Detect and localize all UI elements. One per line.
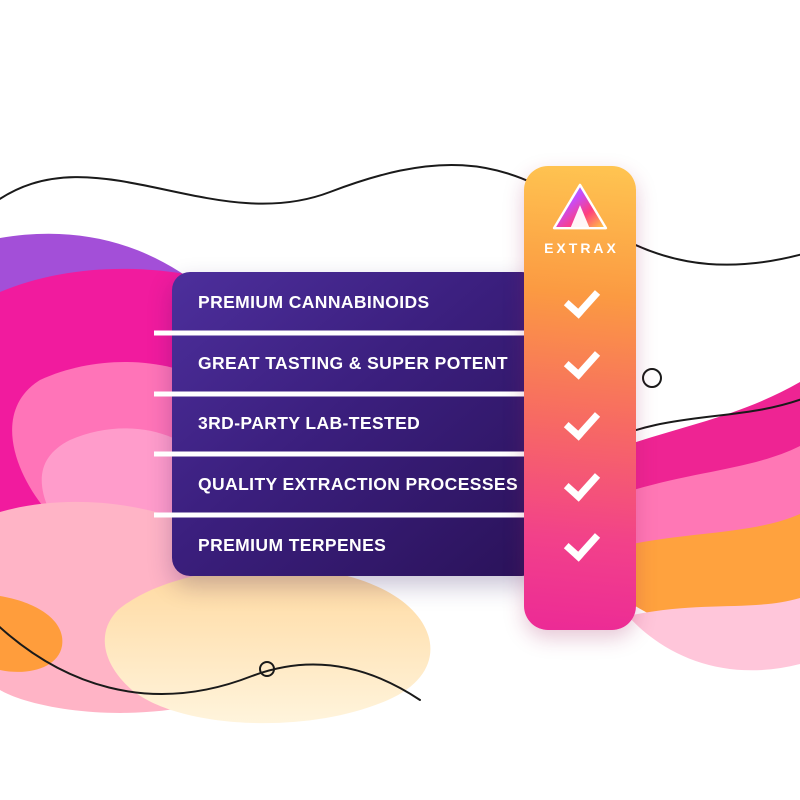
row-divider <box>154 330 540 336</box>
feature-label: PREMIUM CANNABINOIDS <box>198 291 430 312</box>
brand-checklist-bar: EXTRAX <box>524 166 636 630</box>
extrax-wordmark: EXTRAX <box>544 240 619 256</box>
row-divider <box>154 451 540 457</box>
checkmark-icon <box>562 527 598 563</box>
feature-label: 3RD-PARTY LAB-TESTED <box>198 413 421 434</box>
extrax-triangle-icon <box>552 183 608 230</box>
checkmark-icon <box>562 345 598 381</box>
feature-row: PREMIUM CANNABINOIDS <box>172 272 540 333</box>
row-divider <box>154 512 540 518</box>
feature-row: PREMIUM TERPENES <box>172 515 540 576</box>
feature-row: QUALITY EXTRACTION PROCESSES <box>172 454 540 515</box>
checkmark-icon <box>562 284 598 320</box>
feature-row: GREAT TASTING & SUPER POTENT <box>172 333 540 394</box>
checkmark-icon <box>562 467 598 503</box>
feature-row: 3RD-PARTY LAB-TESTED <box>172 394 540 455</box>
features-panel: PREMIUM CANNABINOIDS GREAT TASTING & SUP… <box>154 272 540 576</box>
row-divider <box>154 391 540 397</box>
feature-label: GREAT TASTING & SUPER POTENT <box>198 352 509 373</box>
checkmark-icon <box>562 406 598 442</box>
feature-label: PREMIUM TERPENES <box>198 535 387 556</box>
extrax-logo: EXTRAX <box>524 182 636 256</box>
feature-label: QUALITY EXTRACTION PROCESSES <box>198 474 519 495</box>
